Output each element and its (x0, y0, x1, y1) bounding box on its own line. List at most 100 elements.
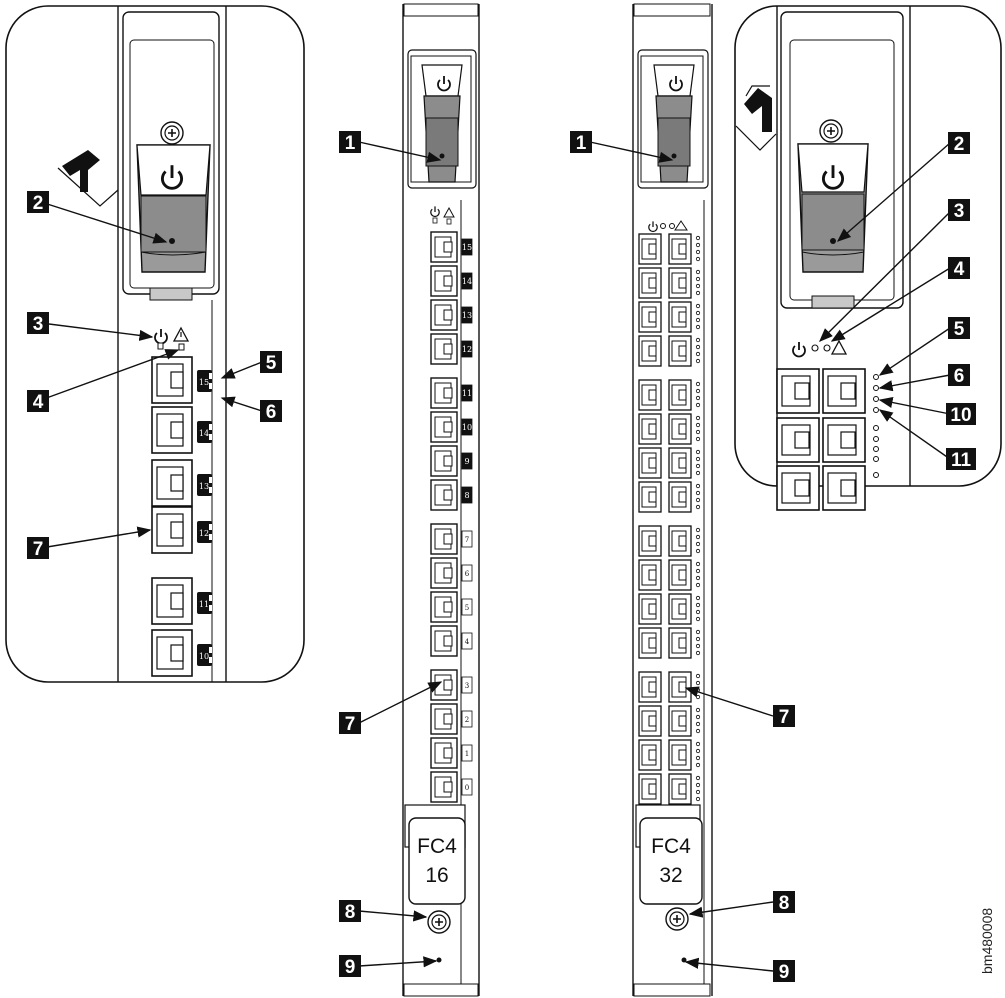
port (430, 265, 458, 297)
status-led (695, 317, 701, 323)
screw-icon (160, 121, 184, 145)
status-led (695, 256, 701, 262)
port (430, 591, 458, 623)
port-number-tab (461, 384, 473, 402)
svg-text:2: 2 (954, 134, 965, 155)
status-led (695, 789, 701, 795)
svg-text:10: 10 (950, 405, 971, 426)
svg-text:7: 7 (779, 707, 790, 728)
callout-10-right: 10 (946, 403, 976, 426)
port (638, 593, 662, 625)
status-led (695, 337, 701, 343)
svg-text:6: 6 (954, 366, 965, 387)
status-led (695, 249, 701, 255)
status-led (695, 673, 701, 679)
status-led (695, 388, 701, 394)
status-led (695, 782, 701, 788)
callout-7-right: 7 (773, 705, 795, 728)
port-number: 12 (199, 529, 209, 538)
port-number-tab (461, 418, 473, 436)
status-led (695, 242, 701, 248)
port-number-tab (461, 452, 473, 470)
status-led (695, 650, 701, 656)
status-led (695, 470, 701, 476)
svg-text:9: 9 (345, 957, 356, 978)
port (668, 705, 692, 737)
callout-1-mid: 1 (339, 131, 361, 154)
insert-arrow-icon (57, 150, 119, 207)
port (430, 625, 458, 657)
warning-icon (172, 326, 190, 342)
callout-8-right: 8 (773, 891, 795, 914)
status-led (695, 276, 701, 282)
svg-text:8: 8 (779, 893, 790, 914)
port-number-tab (461, 632, 473, 650)
status-led (695, 436, 701, 442)
status-led (695, 595, 701, 601)
port (430, 557, 458, 589)
insert-arrow-icon (735, 85, 777, 151)
status-led (695, 463, 701, 469)
port-number-tab (461, 238, 473, 256)
status-led (695, 568, 701, 574)
port-number-tab (461, 486, 473, 504)
status-led (695, 235, 701, 241)
status-led (695, 490, 701, 496)
screw-icon (665, 907, 689, 931)
port (668, 671, 692, 703)
status-led (695, 429, 701, 435)
port (668, 301, 692, 333)
port-number: 15 (199, 378, 209, 387)
port-number: 3 (465, 682, 469, 690)
port-number-tab (197, 592, 212, 614)
status-led (695, 629, 701, 635)
status-led (695, 310, 701, 316)
svg-text:8: 8 (345, 902, 356, 923)
status-led (695, 415, 701, 421)
callout-6-right: 6 (948, 364, 970, 387)
status-led (695, 748, 701, 754)
status-led (695, 504, 701, 510)
port (668, 627, 692, 659)
port (430, 299, 458, 331)
status-led (695, 721, 701, 727)
port-number-tab (461, 710, 473, 728)
status-led (695, 582, 701, 588)
model-label-plate (639, 817, 703, 905)
port (430, 377, 458, 409)
callout-7-mid: 7 (339, 712, 361, 735)
port-number-tab (461, 564, 473, 582)
callout-5-right: 5 (948, 317, 970, 340)
port (638, 559, 662, 591)
port-number-tab (197, 474, 212, 496)
port (638, 671, 662, 703)
port (430, 479, 458, 511)
port-number: 6 (465, 570, 470, 578)
port-number-tab (461, 744, 473, 762)
port (638, 447, 662, 479)
port (638, 627, 662, 659)
port (430, 737, 458, 769)
port-number-tab (461, 676, 473, 694)
svg-text:7: 7 (33, 539, 44, 560)
port (668, 447, 692, 479)
status-led (695, 714, 701, 720)
port (668, 593, 692, 625)
callout-2-left: 2 (27, 191, 49, 214)
callout-11-right: 11 (946, 448, 976, 471)
port (430, 411, 458, 443)
port-number: 0 (465, 784, 469, 792)
port-number: 1 (465, 750, 469, 758)
status-led (695, 636, 701, 642)
port-number-tab (461, 778, 473, 796)
status-led (695, 741, 701, 747)
svg-text:6: 6 (266, 402, 277, 423)
port (668, 233, 692, 265)
callout-2-right: 2 (948, 132, 970, 155)
port-number-tab (461, 306, 473, 324)
port-number: 11 (199, 600, 209, 609)
callout-9-right: 9 (773, 960, 795, 983)
warning-icon (830, 339, 848, 355)
